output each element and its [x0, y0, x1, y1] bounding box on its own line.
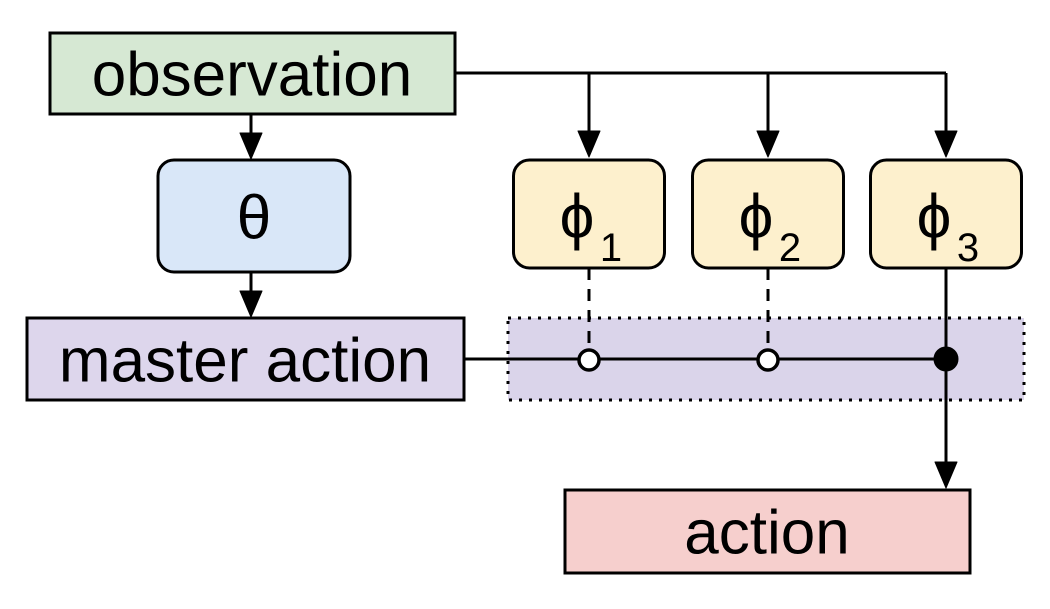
action-box	[563, 488, 972, 575]
arrowhead-into-theta	[239, 132, 263, 160]
observation-box	[48, 31, 457, 116]
theta-node: θ	[156, 158, 352, 274]
phi1-box	[512, 158, 666, 270]
arrowhead-into-phi1	[577, 130, 601, 158]
arrowhead-into-phi2	[756, 130, 780, 158]
phi1-subscript: 1	[600, 226, 622, 270]
master-action-box	[25, 316, 466, 402]
arrowhead-into-phi3	[934, 130, 958, 158]
phi3-symbol: ϕ	[917, 183, 952, 252]
phi3-node: ϕ 3	[869, 158, 1023, 270]
theta-label: θ	[237, 184, 271, 253]
selector-open-circle-phi2	[756, 348, 780, 372]
phi1-node: ϕ 1	[512, 158, 666, 270]
master-action-label: master action	[59, 327, 431, 396]
observation-node: observation	[48, 31, 457, 116]
selector-open-circle-phi1	[577, 348, 601, 372]
master-action-node: master action	[25, 316, 466, 402]
selector-closed-circle-phi3	[933, 346, 959, 372]
observation-label: observation	[92, 41, 413, 110]
phi2-box	[691, 158, 845, 270]
phi2-symbol: ϕ	[739, 183, 774, 252]
action-node: action	[563, 488, 972, 575]
theta-box	[156, 158, 352, 274]
phi3-subscript: 3	[957, 226, 979, 270]
arrowhead-into-master-action	[239, 290, 263, 318]
phi2-subscript: 2	[779, 226, 801, 270]
arrowhead-into-action	[934, 461, 958, 489]
phi1-symbol: ϕ	[560, 183, 595, 252]
phi3-box	[869, 158, 1023, 270]
action-label: action	[684, 499, 849, 568]
phi2-node: ϕ 2	[691, 158, 845, 270]
